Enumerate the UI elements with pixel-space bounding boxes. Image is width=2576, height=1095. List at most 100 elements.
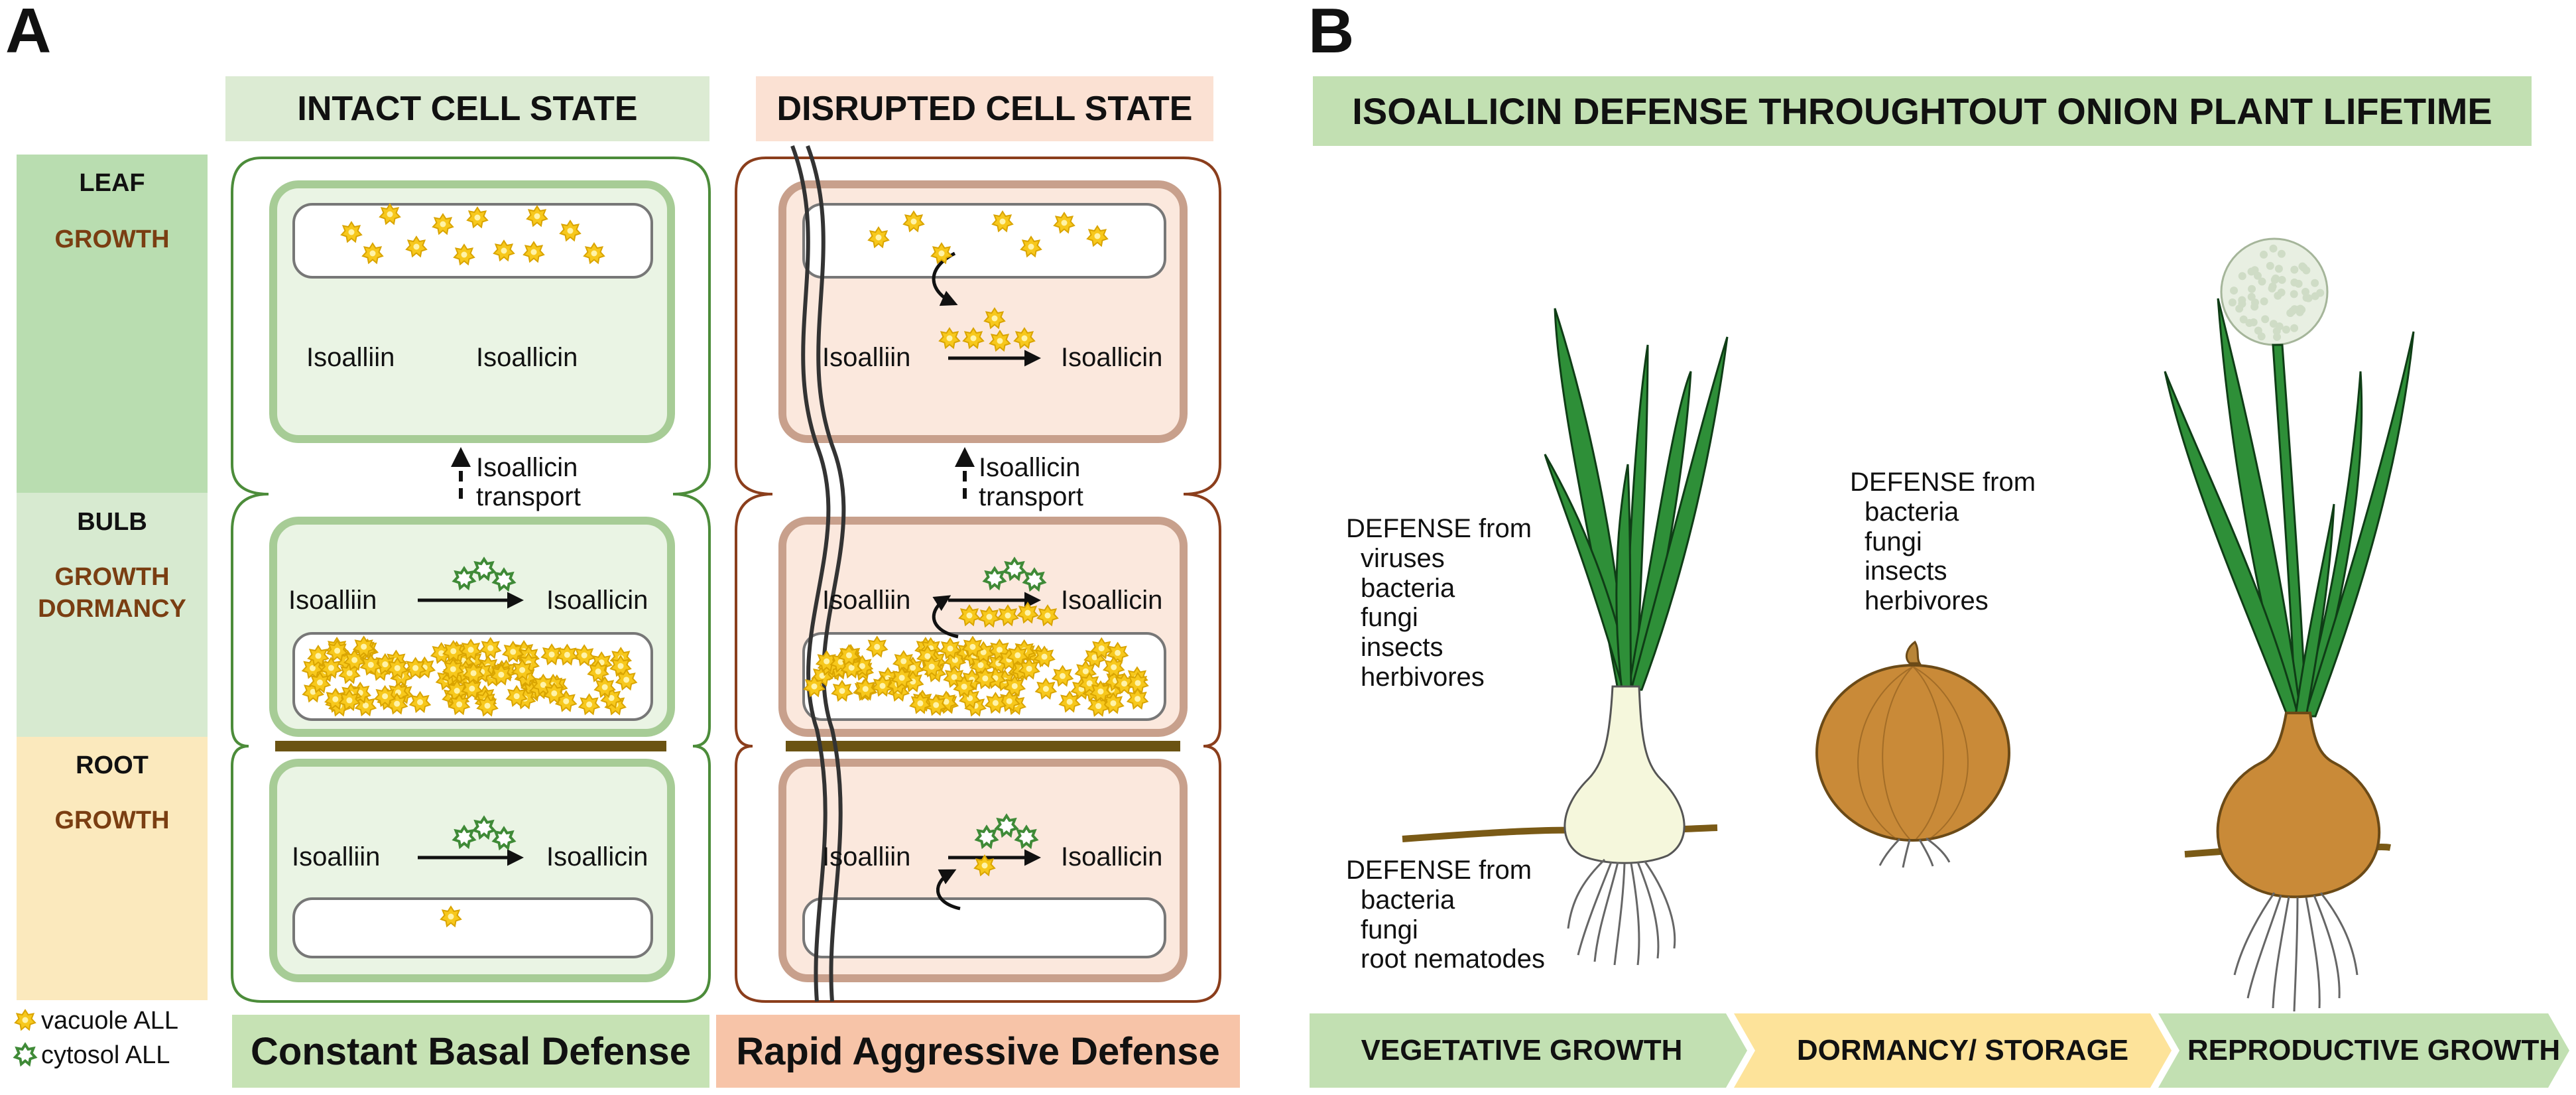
flower-floret — [2250, 302, 2259, 311]
defense-item: insects — [1361, 633, 1443, 663]
disrupted-bulb-substrate: Isoalliin — [822, 586, 910, 615]
intact-leaf-substrate: Isoalliin — [306, 343, 395, 372]
intact-root-product: Isoallicin — [546, 842, 648, 871]
flower-floret — [2273, 333, 2282, 342]
intact-root-vacuole — [292, 897, 653, 958]
reproductive-bulb — [2216, 712, 2381, 899]
flower-floret — [2316, 289, 2325, 297]
flower-floret — [2269, 244, 2278, 253]
flower-floret — [2304, 294, 2313, 302]
stage-dormancy-shape — [1734, 1013, 2172, 1088]
flower-floret — [2282, 325, 2290, 334]
leaf-band: LEAF GROWTH — [17, 155, 208, 493]
flower-floret — [2288, 307, 2297, 316]
intact-leaf-vacuole — [292, 203, 653, 279]
dormancy-defense: DEFENSE from bacteria fungi insects herb… — [1850, 468, 2036, 616]
flower-floret — [2257, 332, 2266, 341]
panel-a-label: A — [5, 0, 52, 66]
flower-floret — [2269, 320, 2278, 328]
flower-floret — [2301, 288, 2309, 296]
flower-floret — [2298, 306, 2306, 314]
dormant-bulb — [1815, 664, 2010, 842]
disrupted-leaf-product: Isoallicin — [1061, 343, 1162, 372]
flower-floret — [2260, 250, 2268, 259]
intact-bulb-root-divider — [275, 741, 666, 751]
defense-item: fungi — [1865, 527, 1922, 556]
flower-floret — [2298, 262, 2307, 271]
defense-item: bacteria — [1865, 497, 1959, 527]
flower-floret — [2238, 272, 2246, 281]
flower-floret — [2260, 297, 2268, 306]
bulb-state-dormancy: DORMANCY — [38, 594, 186, 623]
root-band: ROOT GROWTH — [17, 737, 208, 1000]
cytosol-all-legend-label: cytosol ALL — [41, 1041, 170, 1069]
stage-vegetative: VEGETATIVE GROWTH — [1361, 1034, 1683, 1066]
flower-floret — [2254, 326, 2262, 335]
stage-reproductive-shape — [2158, 1013, 2569, 1088]
vacuole-all-legend-icon — [15, 1009, 36, 1031]
defense-item: root nematodes — [1361, 944, 1545, 974]
stage-vegetative-shape — [1310, 1013, 1747, 1088]
disrupted-root-product: Isoallicin — [1061, 842, 1162, 871]
defense-heading: DEFENSE from — [1346, 514, 1532, 543]
flower-floret — [2258, 277, 2266, 286]
defense-item: insects — [1865, 556, 1947, 586]
flower-floret — [2311, 279, 2319, 287]
dormant-onion — [1815, 640, 2010, 868]
vegetative-bulb — [1564, 685, 1686, 864]
vegetative-onion — [1544, 308, 1729, 966]
defense-heading: DEFENSE from — [1346, 856, 1532, 885]
intact-bulb-product: Isoallicin — [546, 586, 648, 615]
disrupted-root-vacuole — [802, 897, 1166, 958]
intact-root-substrate: Isoalliin — [292, 842, 380, 871]
flower-floret — [2274, 265, 2283, 273]
disrupted-cell-wall — [735, 157, 1221, 1003]
cell-diagram: Isoalliin Isoallicin Isoalliin Isoallici… — [14, 145, 1221, 1069]
reproductive-roots — [2233, 892, 2359, 1012]
intact-transport-label-2: transport — [476, 482, 581, 511]
conversion-arrows — [418, 350, 1041, 866]
bulb-label: BULB — [77, 508, 147, 536]
disrupted-leaf-vacuole — [802, 203, 1166, 279]
flower-floret — [2261, 315, 2270, 324]
flower-floret — [2290, 265, 2299, 274]
disrupted-bulb-product: Isoallicin — [1061, 586, 1162, 615]
stage-dormancy: DORMANCY/ STORAGE — [1796, 1034, 2129, 1066]
reproductive-onion — [2164, 237, 2415, 1012]
flower-floret — [2228, 298, 2237, 307]
flower-floret — [2290, 324, 2299, 332]
flower-floret — [2278, 275, 2286, 284]
flower-floret — [2266, 261, 2274, 270]
flower-floret — [2235, 304, 2244, 313]
bulb-band: BULB GROWTH DORMANCY — [17, 493, 208, 737]
flower-floret — [2248, 285, 2256, 293]
bulb-state-growth: GROWTH — [54, 563, 170, 591]
flower-floret — [2249, 318, 2258, 326]
vegetative-shoot-defense: DEFENSE from viruses bacteria fungi inse… — [1346, 514, 1532, 692]
intact-cell-wall — [231, 157, 711, 1003]
defense-item: herbivores — [1361, 662, 1485, 692]
flower-floret — [2230, 287, 2239, 295]
vegetative-root-defense: DEFENSE from bacteria fungi root nematod… — [1346, 856, 1545, 974]
disrupted-leaf-substrate: Isoalliin — [822, 343, 910, 372]
flower-floret — [2268, 282, 2277, 290]
panel-b-title: ISOALLICIN DEFENSE THROUGHTOUT ONION PLA… — [1313, 76, 2532, 146]
intact-leaf-product: Isoallicin — [476, 343, 578, 372]
disrupted-root-substrate: Isoalliin — [822, 842, 910, 871]
onion-illustrations — [1402, 237, 2415, 1012]
defense-item: fungi — [1361, 915, 1418, 944]
intact-bulb-substrate: Isoalliin — [288, 586, 377, 615]
disrupted-transport-label-2: transport — [979, 482, 1083, 511]
stage-reproductive: REPRODUCTIVE GROWTH — [2187, 1034, 2561, 1066]
defense-item: bacteria — [1361, 573, 1455, 603]
vegetative-roots — [1567, 858, 1676, 966]
intact-footer: Constant Basal Defense — [232, 1015, 709, 1088]
stage-arrows — [1310, 1013, 2569, 1088]
defense-heading: DEFENSE from — [1850, 468, 2036, 497]
flower-floret — [2277, 249, 2286, 258]
intact-transport-label-1: Isoallicin — [476, 453, 578, 482]
cytosol-all-legend-icon — [14, 1043, 36, 1066]
dormant-roots — [1878, 837, 1951, 868]
root-state: GROWTH — [54, 806, 170, 834]
flower-floret — [2290, 290, 2298, 298]
